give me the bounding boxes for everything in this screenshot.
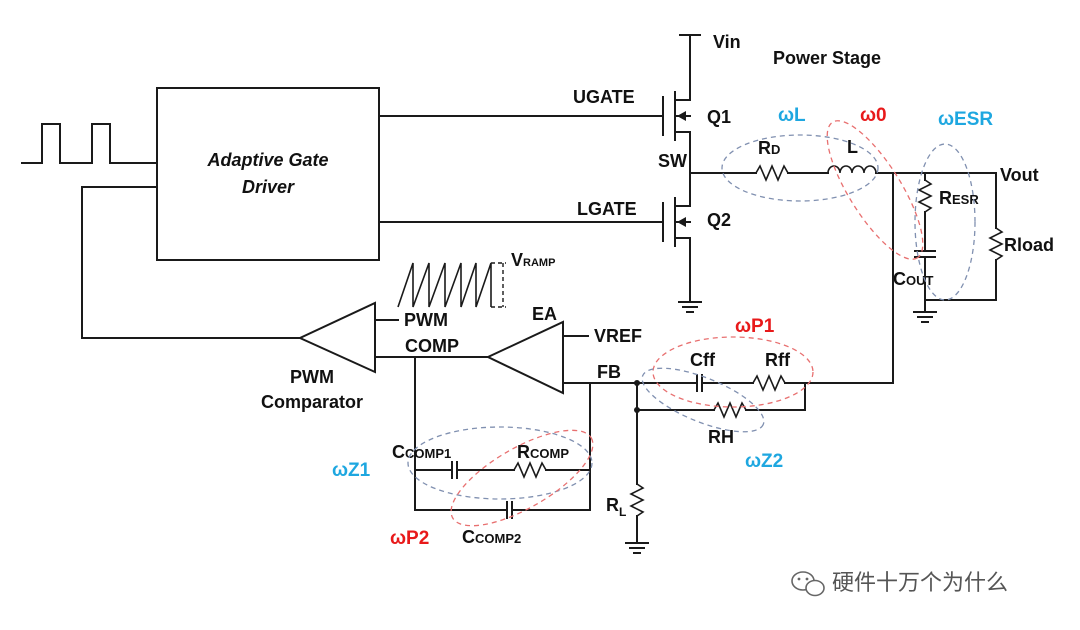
wechat-icon xyxy=(791,571,825,597)
rload-label: Rload xyxy=(1004,235,1054,255)
vramp-waveform xyxy=(397,262,506,308)
ccomp1-label: CCOMP1 xyxy=(392,442,451,462)
rl-label: RL xyxy=(606,495,626,519)
rload-resistor xyxy=(988,227,1004,261)
resr-resistor xyxy=(917,179,933,213)
pwm-comparator-label-line2: Comparator xyxy=(261,392,363,412)
inductor-l xyxy=(827,165,877,174)
rff-label: Rff xyxy=(765,350,791,370)
rl-resistor xyxy=(629,483,645,517)
rd-label: RD xyxy=(758,138,780,158)
lgate-label: LGATE xyxy=(577,199,637,219)
pwm-label: PWM xyxy=(404,310,448,330)
ground-cout-icon xyxy=(913,311,937,323)
ground-q2-icon xyxy=(678,301,702,313)
q2-label: Q2 xyxy=(707,210,731,230)
cff-label: Cff xyxy=(690,350,716,370)
rcomp-resistor xyxy=(513,460,547,480)
watermark-text: 硬件十万个为什么 xyxy=(832,570,1008,595)
ea-label: EA xyxy=(532,304,557,324)
q1-mosfet xyxy=(662,91,691,141)
wz2-group-outline xyxy=(641,367,765,433)
wz1-annotation: ωZ1 xyxy=(332,460,371,481)
q2-mosfet xyxy=(662,197,691,247)
wp2-group-outline xyxy=(450,429,594,527)
wp1-annotation: ωP1 xyxy=(735,316,775,337)
sw-label: SW xyxy=(658,151,687,171)
w0-annotation: ω0 xyxy=(860,105,887,126)
l-label: L xyxy=(847,137,858,157)
wp1-group-outline xyxy=(652,336,814,408)
vramp-label: VRAMP xyxy=(511,250,555,270)
wz1-group-outline xyxy=(407,426,593,500)
rh-resistor xyxy=(713,400,747,420)
comp-label: COMP xyxy=(405,336,459,356)
power-stage-label: Power Stage xyxy=(773,48,881,68)
ccomp2-label: CCOMP2 xyxy=(462,527,521,547)
error-amplifier xyxy=(485,320,564,395)
q1-label: Q1 xyxy=(707,107,731,127)
wp2-annotation: ωP2 xyxy=(390,528,429,549)
vref-label: VREF xyxy=(594,326,642,346)
pwm-input-waveform xyxy=(21,123,136,164)
rd-resistor xyxy=(755,163,789,183)
rff-resistor xyxy=(752,373,786,393)
ground-rl-icon xyxy=(625,542,649,554)
vin-label: Vin xyxy=(713,32,741,52)
resr-label: RESR xyxy=(939,188,979,208)
wz2-annotation: ωZ2 xyxy=(745,451,783,472)
fb-label: FB xyxy=(597,362,621,382)
wesr-group-outline xyxy=(914,143,976,301)
wl-annotation: ωL xyxy=(778,105,806,126)
cout-label: COUT xyxy=(893,269,934,289)
w0-group-outline xyxy=(826,120,924,260)
rcomp-label: RCOMP xyxy=(517,442,569,462)
gate-driver-title-line1: Adaptive Gate xyxy=(206,150,328,170)
wl-group-outline xyxy=(721,134,879,202)
adaptive-gate-driver-block xyxy=(156,87,380,261)
rh-label: RH xyxy=(708,427,734,447)
wesr-annotation: ωESR xyxy=(938,109,993,130)
gate-driver-title-line2: Driver xyxy=(242,177,295,197)
pwm-comparator xyxy=(297,301,376,374)
pwm-comparator-label-line1: PWM xyxy=(290,367,334,387)
vout-label: Vout xyxy=(1000,165,1039,185)
ugate-label: UGATE xyxy=(573,87,635,107)
